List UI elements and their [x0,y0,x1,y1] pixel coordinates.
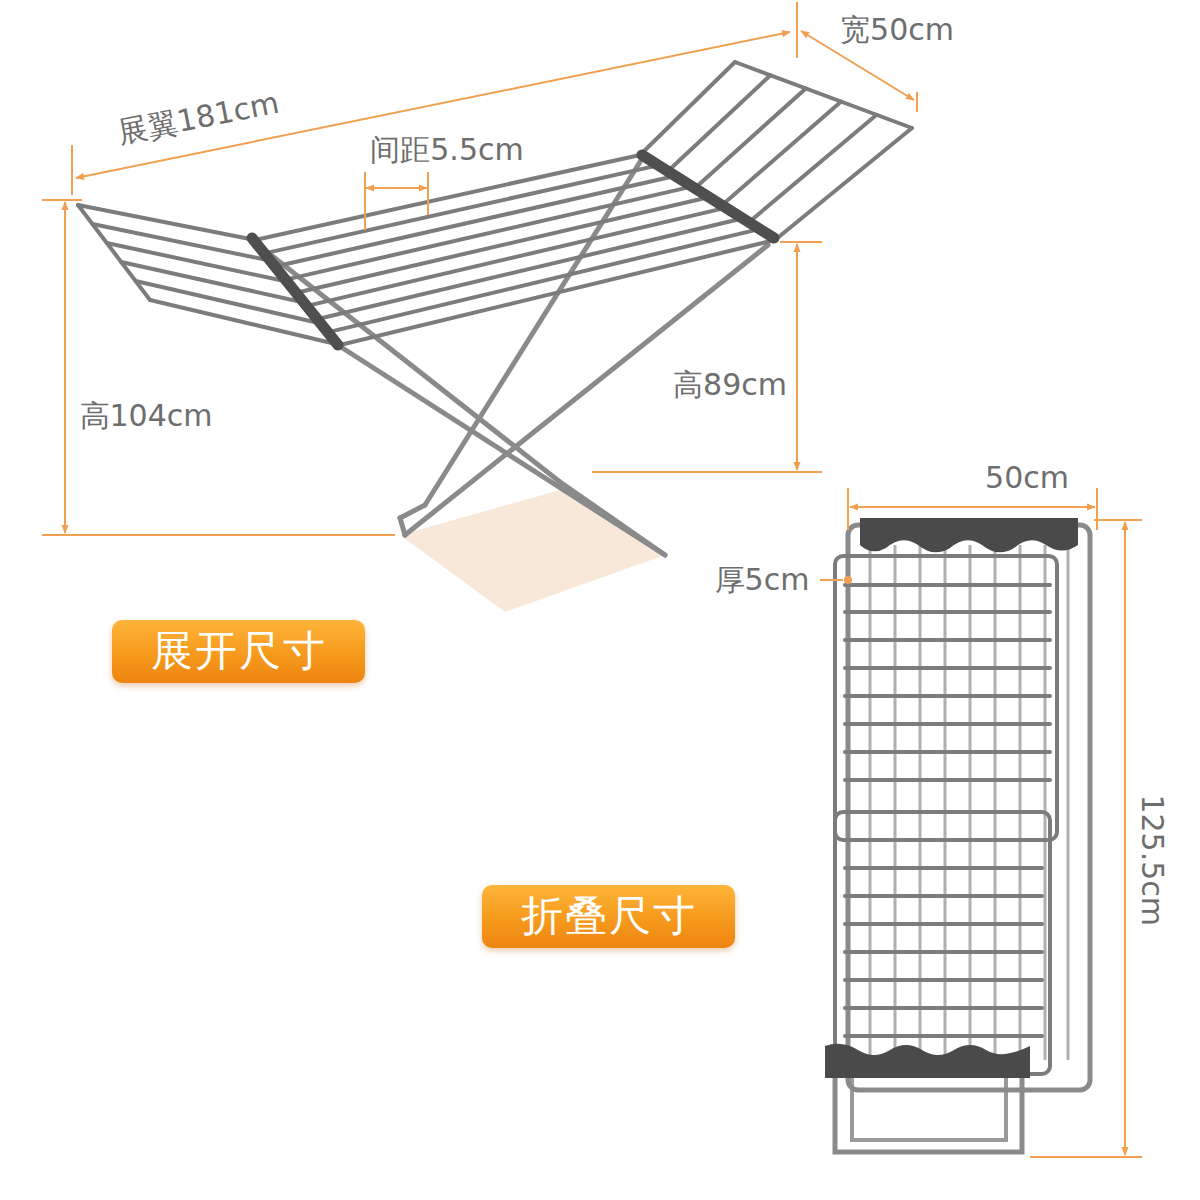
dimension-label: 高89cm [671,368,789,403]
dimension-label: 宽50cm [838,13,956,48]
dimension-label: 间距5.5cm [368,133,525,168]
dimension-label: 高104cm [78,399,215,434]
badge-label: 展开尺寸 [151,628,327,674]
rack-left-wing [78,205,340,345]
folded-rack [825,518,1090,1152]
dimension-label: 50cm [983,461,1071,496]
rack-center-panel [255,155,775,345]
rack-right-wing [640,62,912,240]
dimension-label: 厚5cm [713,563,812,598]
leader-dot [844,576,852,584]
dimension-lines [42,2,1142,1157]
size-badge: 展开尺寸 [112,620,365,683]
size-badge: 折叠尺寸 [482,885,735,948]
rack-end-caps [252,155,774,345]
dimension-label: 125.5cm [1135,792,1170,928]
badge-label: 折叠尺寸 [521,893,697,939]
